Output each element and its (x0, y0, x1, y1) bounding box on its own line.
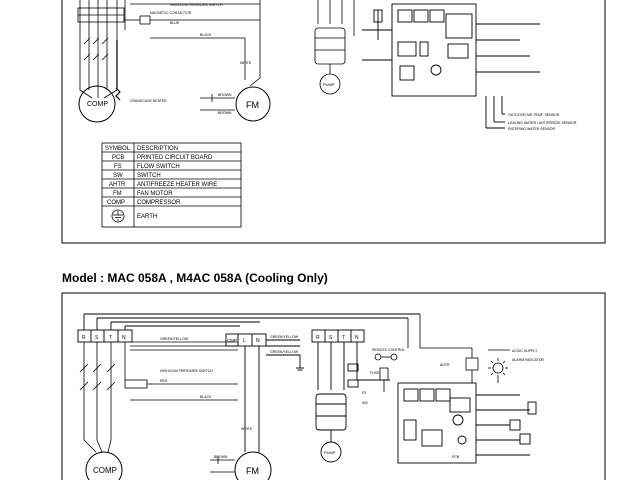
remote-control-label: REMOTE CONTROL (372, 348, 405, 352)
bottom-diagram-labels: R S T N CMP L N R S T N COMP FM GREEN/YE… (82, 335, 544, 476)
top-pump-assembly (314, 0, 355, 95)
legend-header-description: DESCRIPTION (137, 146, 178, 152)
terminal-left-r: R (82, 335, 86, 341)
top-diagram-labels: COMP FM CRANKCASE HEATER MAGNETIC CONTAC… (87, 3, 577, 131)
bottom-right-terminal-block (311, 329, 390, 463)
legend-desc-fs: FLOW SWITCH (137, 164, 180, 170)
terminal-mid-cmp: CMP (227, 338, 237, 343)
legend-desc-ahtr: ANTIFREEZE HEATER WIRE (137, 182, 217, 188)
top-wire-label-brown-1: BROWN (218, 93, 232, 97)
green-yellow-label-1: GREEN/YELLOW (160, 337, 189, 341)
model-title: Model : MAC 058A , M4AC 058A (Cooling On… (62, 271, 328, 285)
green-yellow-label-3: GREEN/YELLOW (270, 350, 299, 354)
legend-symbol-ahtr: AHTR (109, 182, 126, 188)
terminal-left-t: T (109, 335, 112, 341)
bottom-supply-wires (83, 341, 238, 453)
bottom-fan-motor-symbol (234, 451, 272, 480)
legend-symbol-sw: SW (113, 173, 123, 179)
bottom-ahtr-heater (420, 347, 479, 383)
earth-icon (111, 209, 125, 223)
legend-desc-fm: FAN MOTOR (137, 191, 173, 197)
top-crankcase-label: CRANKCASE HEATER (130, 99, 167, 103)
supply-label: AC/DC SUPPLY (512, 349, 538, 353)
terminal-left-s: S (95, 335, 99, 341)
top-wire-label-brown-2: BROWN (218, 111, 232, 115)
bottom-diagram-frame (61, 292, 606, 480)
bottom-wire-label-black: BLACK (200, 395, 212, 399)
green-yellow-label-2: GREEN/YELLOW (270, 335, 299, 339)
terminal-right-r: R (316, 335, 320, 341)
legend-symbol-fs: FS (114, 164, 122, 170)
bottom-alarm-indicator (488, 349, 510, 383)
bottom-remote-control (374, 314, 421, 392)
legend-symbol-fm: FM (113, 191, 122, 197)
bottom-compressor-symbol (85, 451, 123, 480)
top-comp-label: COMP (87, 101, 108, 108)
top-diagram-frame (61, 0, 606, 244)
bottom-left-terminal-block (77, 313, 420, 343)
legend-desc-pcb: PRINTED CIRCUIT BOARD (137, 155, 213, 161)
fs-label: FS (362, 391, 367, 395)
terminal-right-t: T (342, 335, 345, 341)
legend-symbol-pcb: PCB (112, 155, 124, 161)
legend-table: SYMBOL DESCRIPTION PCB PRINTED CIRCUIT B… (101, 142, 242, 228)
terminal-mid-l: L (243, 338, 246, 344)
bottom-wiring-diagram (61, 292, 606, 480)
top-fm-label: FM (246, 100, 259, 110)
bottom-fm-label: FM (246, 466, 259, 476)
top-contactor (77, 0, 261, 78)
bottom-pump-label: PUMP (324, 450, 336, 455)
top-pcb-board (362, 3, 540, 129)
top-crankcase-heater (115, 40, 121, 101)
bottom-switch-contacts (79, 363, 238, 401)
bottom-brown-wires (210, 456, 235, 473)
top-sensor-label-3: ENTERING WATER SENSOR (508, 127, 556, 131)
top-pump-label: PUMP (323, 82, 335, 87)
top-wiring-diagram (61, 0, 606, 244)
top-sensor-label-2: LEAVING WATER / ANTIFREEZE SENSOR (508, 121, 577, 125)
top-sensor-label-1: OUTDOOR AIR TEMP. SENSOR (508, 113, 560, 117)
terminal-left-n: N (122, 335, 126, 341)
ahtr-label: AHTR (440, 363, 450, 367)
top-switch-contacts (83, 37, 109, 61)
legend-desc-sw: SWITCH (137, 173, 161, 179)
terminal-right-s: S (329, 335, 333, 341)
bottom-wire-label-brown: BROWN (214, 455, 228, 459)
top-contactor-label: MAGNETIC CONTACTOR (150, 11, 192, 15)
alarm-label: ALARM INDICATOR (512, 358, 544, 362)
pcb-label: PCB (452, 455, 460, 459)
bottom-comp-label: COMP (93, 466, 117, 475)
bottom-wire-label-red: RED (160, 379, 168, 383)
top-compressor-symbol (78, 85, 116, 123)
bottom-pcb-board (397, 382, 537, 464)
legend-desc-comp: COMPRESSOR (137, 200, 181, 206)
bottom-mid-terminal-block (225, 333, 304, 452)
top-wire-label-black: BLACK (200, 33, 212, 37)
bottom-pressure-switch-label: HIGH/LOW PRESSURE SWITCH (160, 369, 213, 373)
top-wire-label-blue: BLUE (170, 21, 180, 25)
sw-label: SW (362, 401, 368, 405)
top-fan-motor-symbol (235, 86, 271, 122)
top-pump-symbol (319, 73, 341, 95)
top-fm-wires (150, 37, 261, 111)
top-pressure-switch-label: HIGH/LOW PRESSURE SWITCH (170, 3, 223, 7)
terminal-right-n: N (355, 335, 359, 341)
legend-symbol-comp: COMP (107, 200, 125, 206)
legend-header-symbol: SYMBOL (105, 146, 131, 152)
bottom-wire-label-white: WHITE (241, 427, 253, 431)
fuse-label: FUSE (370, 371, 380, 375)
bottom-pump-symbol (320, 441, 342, 463)
legend-desc-earth: EARTH (137, 214, 157, 220)
terminal-mid-n: N (256, 338, 260, 344)
top-wire-label-white: WHITE (240, 61, 252, 65)
